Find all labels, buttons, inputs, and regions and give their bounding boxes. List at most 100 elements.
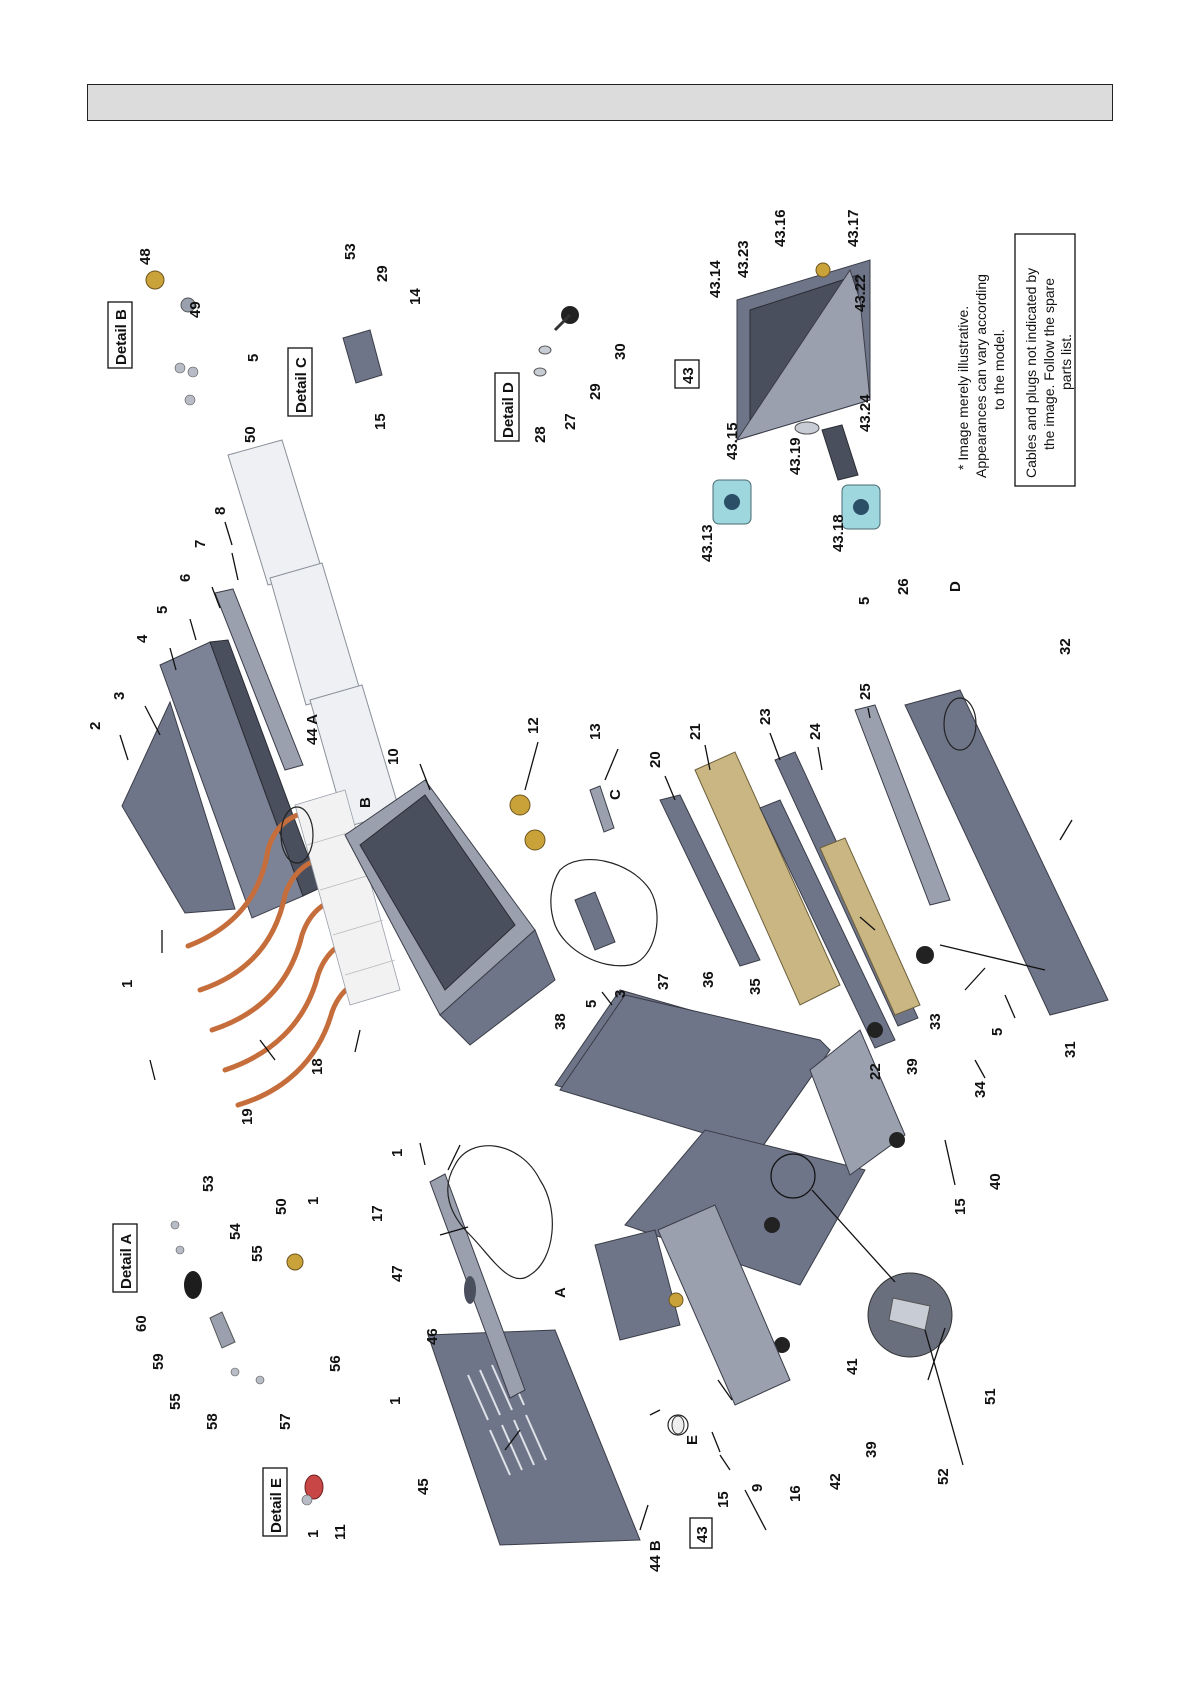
callout-58: 58: [204, 1413, 221, 1430]
callout-29-detc: 29: [374, 265, 391, 282]
detail-c-title: Detail C: [293, 357, 310, 413]
callout-36: 36: [700, 971, 717, 988]
part-41-side-panel: [624, 1129, 866, 1286]
detail-d-parts: [533, 306, 579, 377]
group-43-title: 43: [680, 367, 697, 384]
detail-b-parts: [145, 270, 199, 406]
callout-3b: 3: [612, 990, 629, 998]
callout-43-16: 43.16: [772, 209, 789, 247]
callout-26: 26: [895, 578, 912, 595]
callout-1b: 1: [387, 1397, 404, 1405]
callout-45: 45: [415, 1478, 432, 1495]
callout-57: 57: [277, 1413, 294, 1430]
callout-15b: 15: [715, 1491, 732, 1508]
callout-46: 46: [424, 1328, 441, 1345]
callout-43-18: 43.18: [830, 514, 847, 552]
detail-a-box: [112, 1223, 138, 1293]
callout-19: 19: [239, 1108, 256, 1125]
callout-43-13: 43.13: [699, 524, 716, 562]
callout-labels: 1 2 3 4 5 6 7 8 10 12 13 20 21 23 24 25 …: [87, 209, 1079, 1572]
part-46-hole: [464, 1276, 476, 1304]
detail-b-title: Detail B: [113, 309, 130, 365]
callout-5d: 5: [583, 1000, 600, 1008]
callout-37: 37: [655, 973, 672, 990]
callout-5-detb: 5: [245, 354, 262, 362]
callout-53: 53: [200, 1175, 217, 1192]
callout-44a: 44 A: [304, 714, 321, 745]
callout-3: 3: [111, 692, 128, 700]
part-13-tube: [589, 785, 615, 833]
callout-43-14: 43.14: [707, 260, 724, 298]
part-43-14-housing: [735, 259, 871, 441]
callout-50: 50: [242, 426, 259, 443]
callout-2: 2: [87, 722, 104, 730]
zoom-connector: [811, 1189, 896, 1283]
callout-15-detc: 15: [372, 413, 389, 430]
note-illustrative-line3: to the model.: [991, 329, 1007, 410]
part-8-baskets: [227, 439, 401, 828]
callout-25: 25: [857, 683, 874, 700]
note-cables-line2: the image. Follow the spare: [1041, 278, 1057, 450]
part-40-base: [809, 1029, 906, 1176]
callout-31: 31: [1062, 1041, 1079, 1058]
callout-55b: 55: [167, 1393, 184, 1410]
callout-1d: 1: [305, 1197, 322, 1205]
callout-38: 38: [552, 1013, 569, 1030]
leader-lines: [119, 521, 1073, 1531]
note-illustrative-line1: * Image merely illustrative.: [955, 306, 971, 470]
callout-51: 51: [982, 1388, 999, 1405]
callout-39b: 39: [863, 1441, 880, 1458]
callout-50b: 50: [273, 1198, 290, 1215]
note-cables-line3: parts list.: [1058, 334, 1074, 390]
part-25-rail: [854, 704, 951, 906]
callout-49: 49: [187, 301, 204, 318]
group-b-outline: [280, 806, 314, 864]
callout-34: 34: [972, 1081, 989, 1098]
callout-17: 17: [369, 1205, 386, 1222]
callout-5b: 5: [856, 597, 873, 605]
part-51-source-circle: [770, 1153, 816, 1199]
callout-43-22: 43.22: [852, 274, 869, 312]
callout-39: 39: [904, 1058, 921, 1075]
detail-a-parts: [170, 1220, 304, 1385]
callout-1e: 1: [305, 1530, 322, 1538]
part-43-13-thermostat: [712, 479, 752, 525]
detail-e-box: [262, 1467, 288, 1537]
callout-43-17: 43.17: [845, 209, 862, 247]
part-39-foot-top: [867, 1022, 883, 1038]
part-39-foot-mid: [889, 1132, 905, 1148]
detail-c-box: [287, 347, 313, 417]
callout-40: 40: [987, 1173, 1004, 1190]
callout-60: 60: [133, 1315, 150, 1332]
group-43-box-lower: [689, 1517, 713, 1549]
part-39-foot-b: [774, 1337, 790, 1353]
callout-E: E: [684, 1435, 701, 1445]
note-illustrative: * Image merely illustrative. Appearances…: [955, 274, 1007, 478]
callout-21: 21: [687, 723, 704, 740]
detail-a-title: Detail A: [118, 1234, 135, 1289]
callout-28: 28: [532, 426, 549, 443]
part-43-24-bracket: [821, 424, 859, 481]
callout-20: 20: [647, 751, 664, 768]
note-illustrative-line2: Appearances can vary according: [973, 274, 989, 478]
callout-43-24: 43.24: [857, 394, 874, 432]
group-c-outline: [550, 859, 658, 967]
callout-43-19: 43.19: [787, 437, 804, 475]
callout-13: 13: [587, 723, 604, 740]
callout-33: 33: [927, 1013, 944, 1030]
callout-59: 59: [150, 1353, 167, 1370]
callout-43-23: 43.23: [735, 240, 752, 278]
callout-53-detc: 53: [342, 243, 359, 260]
part-21-insulation: [694, 751, 841, 1006]
callout-52: 52: [935, 1468, 952, 1485]
part-10-tank: [344, 779, 556, 1046]
part-45-vents: [467, 1359, 547, 1476]
part-39-foot-a: [764, 1217, 780, 1233]
callout-42: 42: [827, 1473, 844, 1490]
detail-titles: Detail B Detail C Detail D Detail A Deta…: [107, 301, 713, 1549]
callout-1: 1: [119, 980, 136, 988]
callout-7: 7: [192, 540, 209, 548]
part-32-panel: [904, 689, 1109, 1016]
group-a-outline: [447, 1145, 553, 1280]
